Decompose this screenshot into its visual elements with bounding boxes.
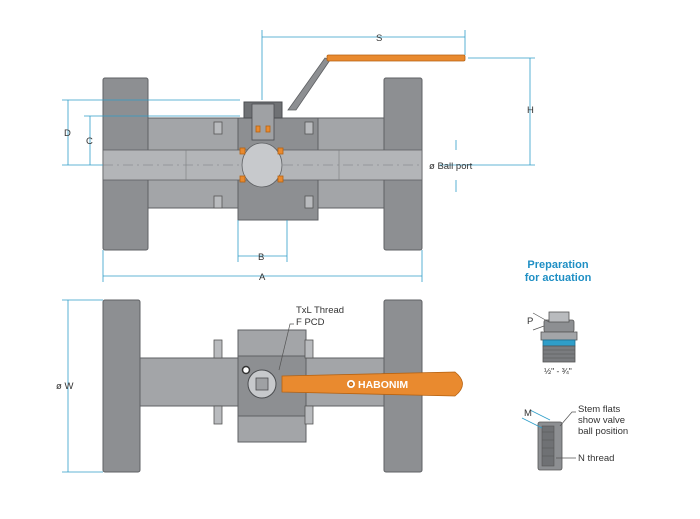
seat-tr [277,147,284,155]
txl-thread-label: TxL Thread [296,305,344,316]
side-view-dimensions: S H D C ø Ball port B A [62,30,535,283]
plan-bolt [304,405,314,425]
actuation-title-1: Preparation [527,259,588,271]
actuation-title-2: for actuation [525,272,592,284]
plan-left-flange [102,299,141,473]
bolt [304,121,314,135]
bolt [304,195,314,209]
seat-tl [239,147,246,155]
dim-w-label: ø W [56,381,73,392]
stem-flats-line-2: show valve [578,415,625,426]
actuation-panel: Preparation for actuation P ½" - ¾" [521,259,628,471]
size-label: ½" - ¾" [544,366,572,376]
f-pcd-label: F PCD [296,317,325,328]
stem-flats-line-1: Stem flats [578,404,620,415]
handle-arm[interactable] [287,57,331,111]
plan-body-bottom [237,415,307,443]
plan-body-top [237,329,307,357]
brand-name: HABONIM [358,379,408,391]
stem-seal [255,125,261,133]
plan-bolt [304,339,314,359]
handle-grip[interactable] [326,54,466,62]
plan-handle[interactable] [281,371,463,397]
m-label: M [524,408,532,419]
side-view [102,54,466,251]
plan-bolt [213,339,223,359]
seat-bl [239,175,246,183]
stem-seal [265,125,271,133]
dim-ball-port-label: ø Ball port [429,161,473,172]
stem-detail-2: M Stem flats show valve ball position N … [521,404,628,471]
ball [241,142,283,188]
txl-leader [278,323,294,371]
dim-b-label: B [258,252,264,263]
n-thread-label: N thread [578,453,614,464]
stem-detail-1: P ½" - ¾" [527,311,578,376]
plan-view: HABONIM TxL Thread F PCD ø W [56,299,463,473]
dim-h-label: H [527,105,534,116]
dim-d-label: D [64,128,71,139]
stem-flats-line-3: ball position [578,426,628,437]
stem [251,103,275,141]
seat-br [277,175,284,183]
bolt [213,195,223,209]
p-label: P [527,316,533,327]
bolt [213,121,223,135]
dim-s-label: S [376,33,382,44]
dim-c-label: C [86,136,93,147]
plan-bolt [213,405,223,425]
dim-a-label: A [259,272,266,283]
